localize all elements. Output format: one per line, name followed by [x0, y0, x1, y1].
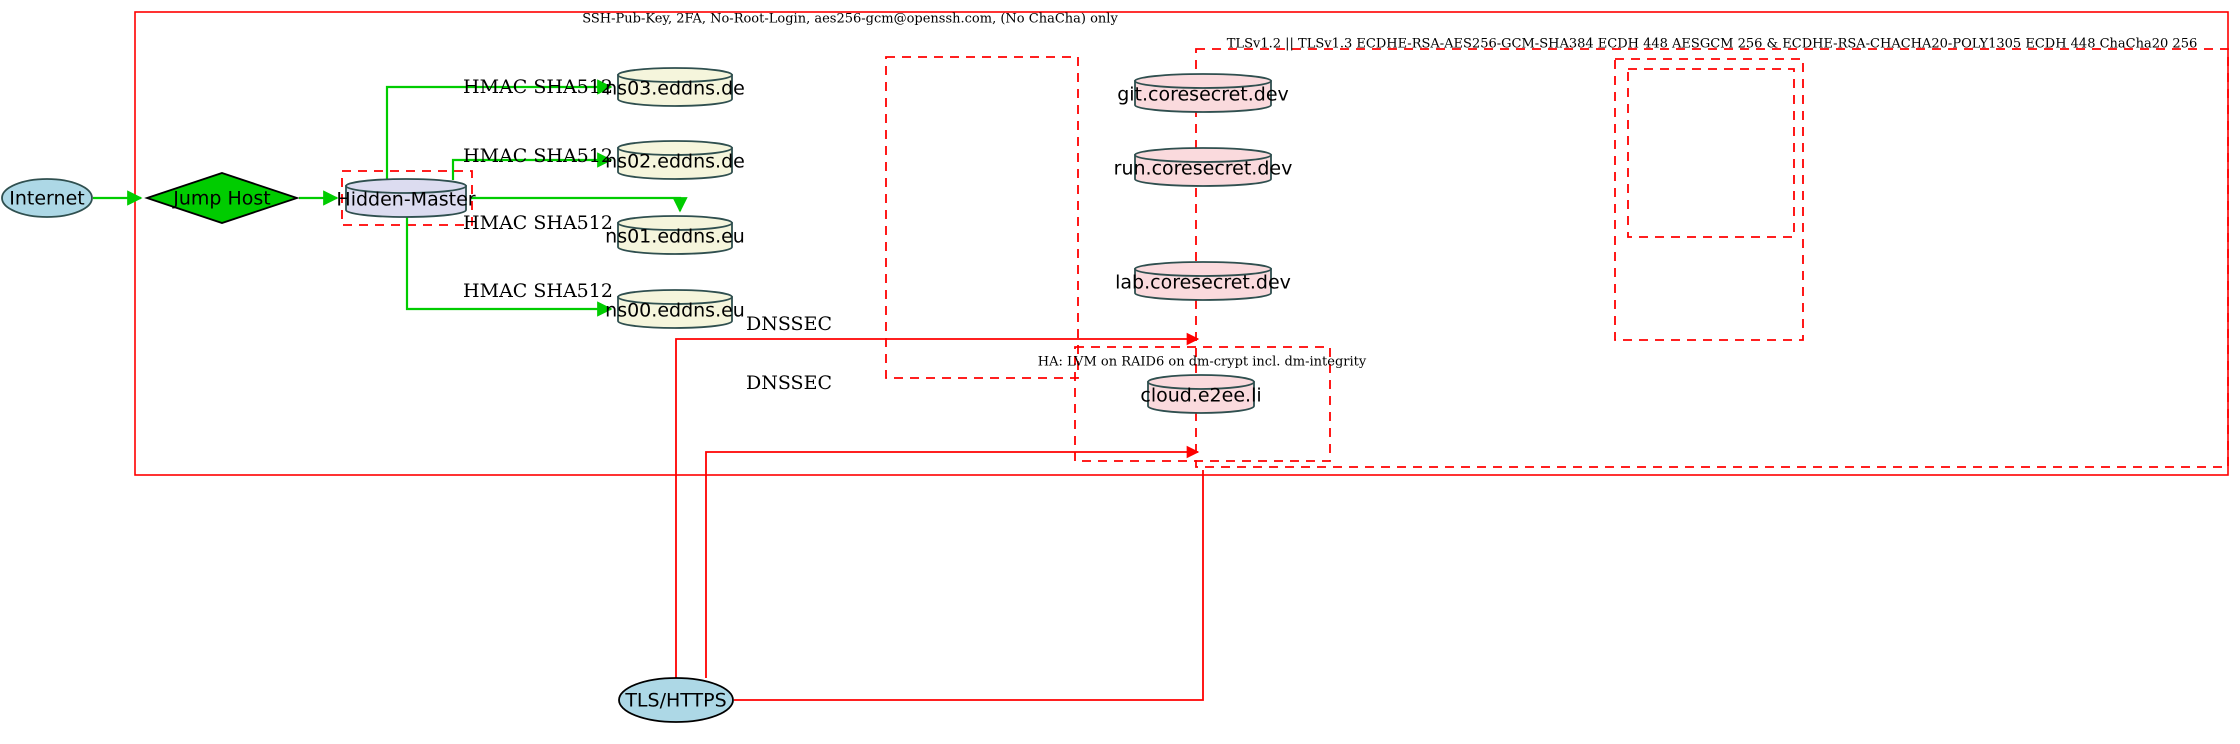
node-ns02[interactable]: ns02.eddns.de	[605, 140, 745, 180]
green-edges	[93, 79, 688, 317]
cluster-coresecret-inner-box	[1627, 68, 1795, 238]
edge-tls-right-return	[734, 470, 1204, 701]
edge-master-to-ns01	[470, 196, 688, 213]
cluster-tls-box	[1195, 48, 2229, 468]
node-hidden-master[interactable]: Hidden-Master	[336, 178, 476, 218]
cluster-ha-label: HA: LVM on RAID6 on dm-crypt incl. dm-in…	[1038, 355, 1367, 370]
cluster-ha-box	[1074, 346, 1331, 462]
cluster-tls-label: TLSv1.2 || TLSv1.3 ECDHE-RSA-AES256-GCM-…	[1227, 37, 2197, 52]
edge-master-to-ns00	[405, 217, 613, 317]
edge-tls-stem-upper	[675, 332, 1200, 678]
cluster-ssh-box	[134, 11, 2229, 476]
node-ns00-label: ns00.eddns.eu	[605, 300, 745, 322]
node-git-coresecret[interactable]: git.coresecret.dev	[1117, 73, 1289, 113]
edge-label-hmac-ns03: HMAC SHA512	[463, 76, 613, 98]
edge-label-dnssec-upper: DNSSEC	[746, 313, 832, 335]
node-ns00[interactable]: ns00.eddns.eu	[605, 289, 745, 329]
edge-label-dnssec-lower: DNSSEC	[746, 372, 832, 394]
node-internet-label: Internet	[9, 188, 84, 210]
edge-label-hmac-ns02: HMAC SHA512	[463, 145, 613, 167]
node-lab-coresecret-label: lab.coresecret.dev	[1115, 272, 1291, 294]
node-ns01[interactable]: ns01.eddns.eu	[605, 215, 745, 255]
node-ns03-label: ns03.eddns.de	[605, 78, 745, 100]
node-jump-host-label: Jump Host	[172, 188, 271, 210]
node-git-coresecret-label: git.coresecret.dev	[1117, 84, 1289, 106]
red-edges	[675, 332, 1204, 701]
node-run-coresecret[interactable]: run.coresecret.dev	[1114, 147, 1293, 187]
node-hidden-master-label: Hidden-Master	[336, 189, 475, 211]
edge-master-to-ns03	[385, 79, 613, 180]
node-ns01-label: ns01.eddns.eu	[605, 226, 745, 248]
edge-label-hmac-ns01: HMAC SHA512	[463, 212, 613, 234]
cluster-coresecret-outer-box	[1614, 58, 1804, 341]
edge-label-hmac-ns00: HMAC SHA512	[463, 280, 613, 302]
cluster-ssh-label: SSH-Pub-Key, 2FA, No-Root-Login, aes256-…	[582, 12, 1118, 27]
node-ns03[interactable]: ns03.eddns.de	[605, 67, 745, 107]
cluster-nameservers-box	[885, 56, 1079, 379]
node-tls-https-label: TLS/HTTPS	[624, 690, 726, 712]
node-internet[interactable]: Internet	[1, 178, 93, 218]
node-tls-https[interactable]: TLS/HTTPS	[618, 677, 734, 723]
node-run-coresecret-label: run.coresecret.dev	[1114, 158, 1293, 180]
node-cloud-e2ee-label: cloud.e2ee.li	[1140, 385, 1261, 407]
node-lab-coresecret[interactable]: lab.coresecret.dev	[1115, 261, 1291, 301]
node-ns02-label: ns02.eddns.de	[605, 151, 745, 173]
edge-tls-stem-lower	[705, 445, 1200, 678]
edge-master-to-ns02	[451, 152, 613, 180]
node-jump-host[interactable]: Jump Host	[144, 172, 300, 224]
node-cloud-e2ee[interactable]: cloud.e2ee.li	[1140, 374, 1262, 414]
